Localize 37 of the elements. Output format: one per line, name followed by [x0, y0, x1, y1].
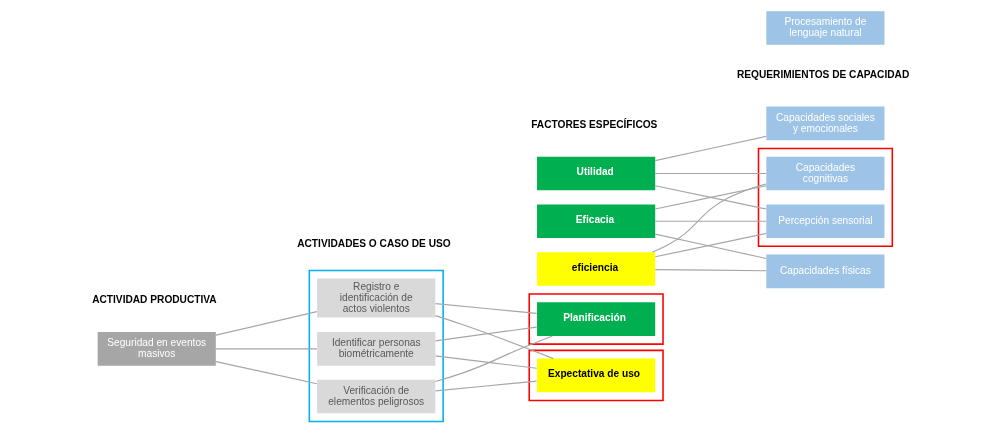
connector — [215, 361, 318, 385]
cluster — [308, 269, 444, 423]
node-box: Utilidad — [537, 156, 656, 191]
connector — [434, 335, 553, 383]
label: ACTIVIDAD PRODUCTIVA — [92, 293, 217, 305]
node-box: Capacidades sociales y emocionales — [766, 106, 885, 141]
node-box: Planificación — [537, 302, 656, 336]
connector — [215, 348, 318, 350]
node-box: Verificación de elementos peligrosos — [317, 379, 436, 414]
cluster — [528, 293, 664, 345]
label: ACTIVIDADES O CASO DE USO — [297, 238, 451, 250]
node-box: Identificar personas biométricamente — [317, 332, 436, 366]
label: FACTORES ESPECÍFICOS — [531, 118, 658, 130]
connector — [434, 380, 538, 392]
connector — [654, 135, 767, 162]
cluster — [528, 349, 664, 402]
connector — [654, 185, 767, 210]
node-box: Procesamiento de lenguaje natural — [766, 11, 885, 45]
connector — [434, 355, 538, 369]
connector — [215, 311, 318, 336]
connector — [434, 315, 554, 360]
cluster — [757, 147, 894, 248]
connector — [654, 220, 767, 222]
connector — [434, 303, 538, 314]
connector — [434, 326, 538, 342]
node-box: eficiencia — [537, 252, 656, 286]
node-box: Expectativa de uso — [537, 358, 656, 393]
node-box: Eficacia — [537, 204, 656, 239]
connector — [654, 172, 767, 175]
node-box: Seguridad en eventos masivos — [97, 332, 216, 366]
connector — [651, 183, 767, 253]
node-box: Capacidades físicas — [766, 254, 885, 289]
label: REQUERIMIENTOS DE CAPACIDAD — [736, 68, 910, 80]
connector — [654, 269, 767, 272]
node-box: Percepción sensorial — [766, 204, 885, 239]
node-box: Capacidades cognitivas — [766, 156, 885, 191]
node-box: Registro e identificación de actos violentos — [317, 278, 436, 318]
